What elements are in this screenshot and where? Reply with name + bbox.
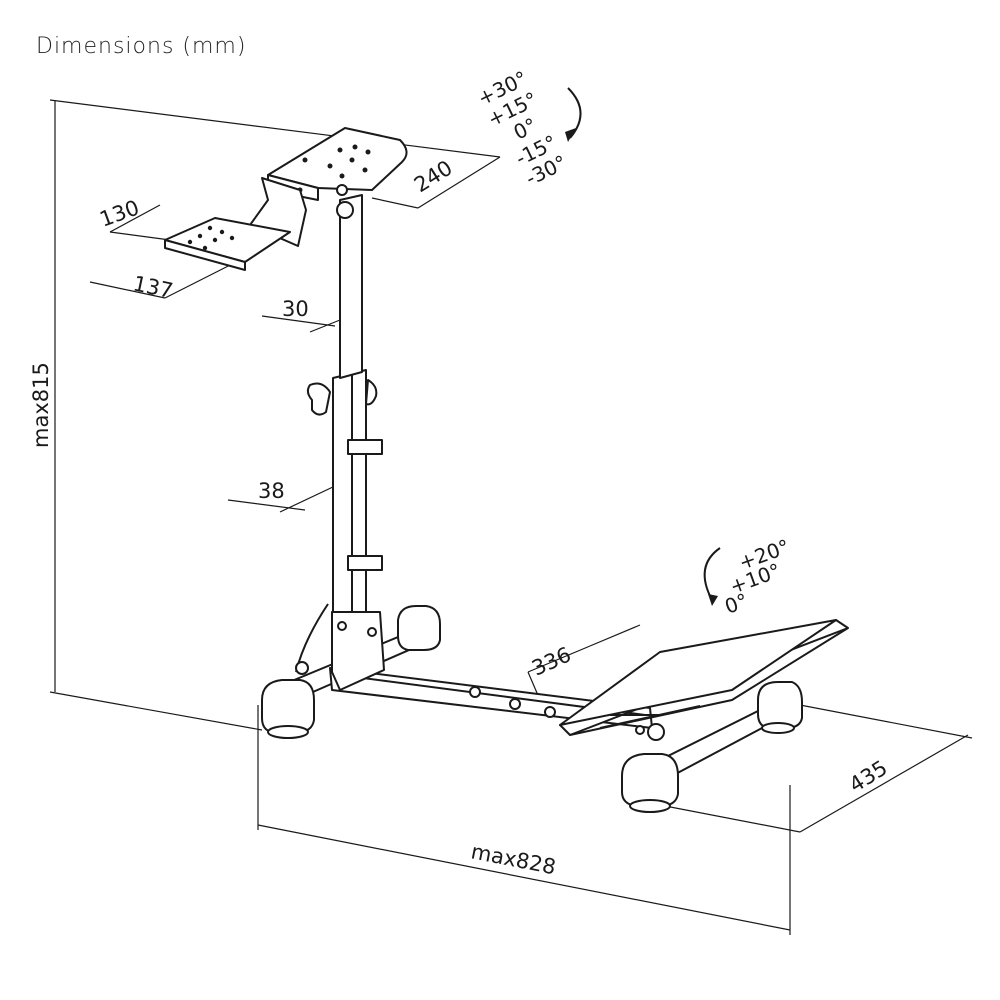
telescopic-column xyxy=(295,194,385,691)
pedal-tilt-angles: +20° +10° 0° xyxy=(722,534,793,618)
shifter-plate xyxy=(164,217,291,271)
dim-upper-tube: 30 xyxy=(282,297,309,321)
dim-shifter-depth: 137 xyxy=(131,271,175,303)
dim-lower-tube: 38 xyxy=(258,479,285,503)
foot-cap-front-left xyxy=(621,753,679,807)
dim-pedal-plate: 336 xyxy=(528,642,574,680)
foot-cap-front-right xyxy=(757,681,803,729)
foot-cap-rear-left xyxy=(261,679,315,733)
foot-cap-rear-right xyxy=(397,605,441,651)
dim-base-width: 435 xyxy=(845,756,892,798)
dim-shifter-width: 130 xyxy=(97,195,143,231)
dim-max-height: max815 xyxy=(29,362,53,448)
wheel-tilt-angles: +30° +15° 0° -15° -30° xyxy=(474,66,571,190)
dim-max-length: max828 xyxy=(469,839,558,879)
dim-wheel-plate: 240 xyxy=(410,156,457,198)
dimension-lines xyxy=(49,99,973,935)
pedal-plate xyxy=(559,619,849,741)
base-frame xyxy=(261,605,803,813)
rotation-arrows xyxy=(565,87,721,606)
diagram-title: Dimensions (mm) xyxy=(36,34,247,59)
